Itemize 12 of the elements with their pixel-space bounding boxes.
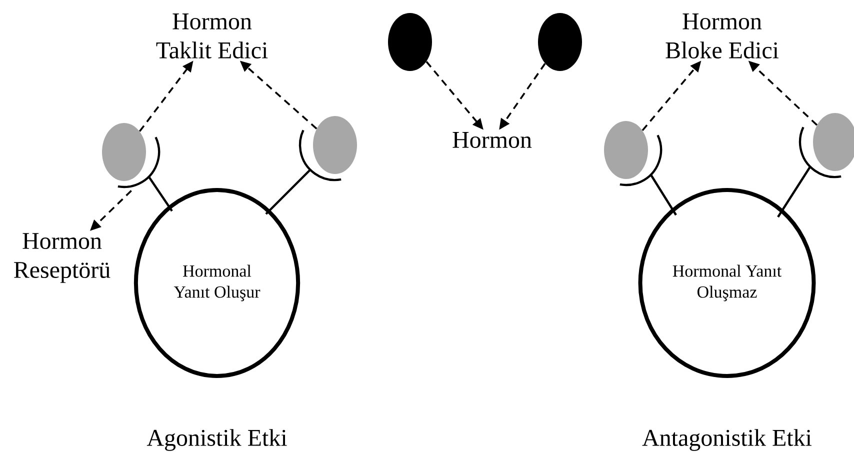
- label-text: Hormon: [452, 132, 532, 148]
- panel-title: Agonistik Etki: [146, 429, 287, 451]
- label-text: Hormon Bloke Edici: [666, 14, 779, 58]
- panel-title: Antagonistik Etki: [642, 429, 812, 451]
- label-text: Hormon Reseptörü: [14, 233, 110, 283]
- hormone-circle: [388, 13, 432, 71]
- hormone-mimic-circle: [102, 123, 146, 181]
- hormone-circle: [538, 13, 582, 71]
- receptor-cup: [118, 136, 160, 188]
- hormone-blocker-circle: [604, 121, 648, 179]
- label-text: Hormon Taklit Edici: [156, 14, 268, 58]
- hormone-mimic-circle: [313, 116, 357, 174]
